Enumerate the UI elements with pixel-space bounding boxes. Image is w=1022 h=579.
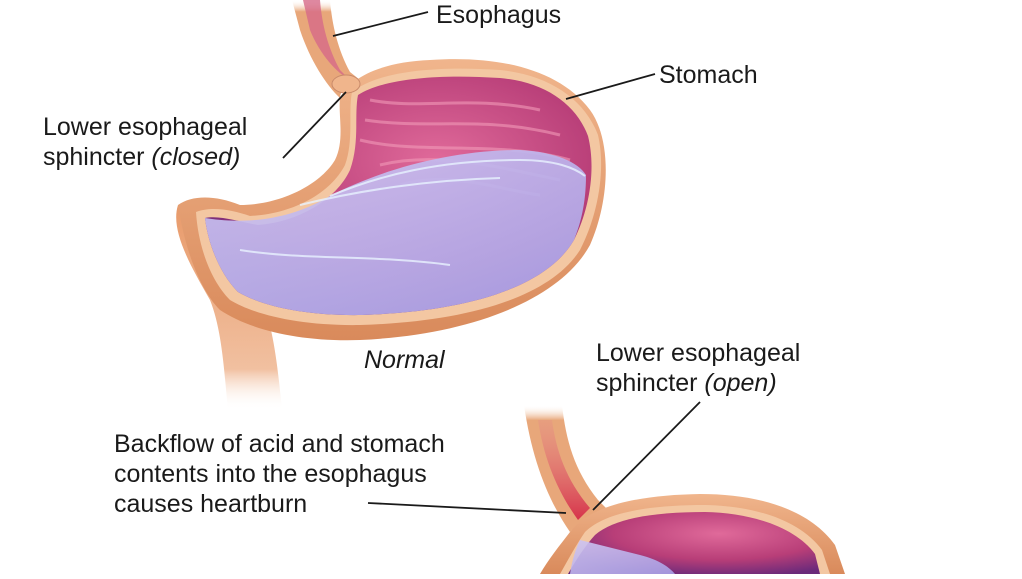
les-closed-line2: sphincter bbox=[43, 143, 152, 171]
leader-esophagus bbox=[332, 11, 429, 37]
les-open-line2: sphincter bbox=[596, 369, 705, 397]
les-closed-line1: Lower esophageal bbox=[43, 113, 248, 141]
gastric-fluid bbox=[205, 150, 586, 316]
backflow-label: Backflow of acid and stomach contents in… bbox=[114, 429, 445, 519]
les-closed-label: Lower esophageal sphincter (closed) bbox=[43, 112, 247, 172]
les-open-label: Lower esophageal sphincter (open) bbox=[596, 338, 800, 398]
les-open-state: (open) bbox=[704, 369, 777, 397]
reflux-stomach bbox=[524, 405, 845, 574]
normal-caption: Normal bbox=[364, 346, 445, 374]
esophagus-label: Esophagus bbox=[436, 1, 562, 29]
backflow-line1: Backflow of acid and stomach bbox=[114, 430, 445, 458]
stomach-label: Stomach bbox=[659, 61, 758, 89]
les-closed-state: (closed) bbox=[151, 143, 241, 171]
leader-les-closed bbox=[282, 91, 347, 159]
leader-stomach bbox=[565, 73, 656, 100]
les-open-line1: Lower esophageal bbox=[596, 339, 801, 367]
leader-backflow bbox=[367, 502, 567, 514]
backflow-line2: contents into the esophagus bbox=[114, 460, 427, 488]
reflux-acid bbox=[538, 420, 590, 520]
backflow-line3: causes heartburn bbox=[114, 490, 308, 518]
leader-les-open bbox=[592, 401, 701, 511]
normal-stomach bbox=[176, 0, 606, 410]
